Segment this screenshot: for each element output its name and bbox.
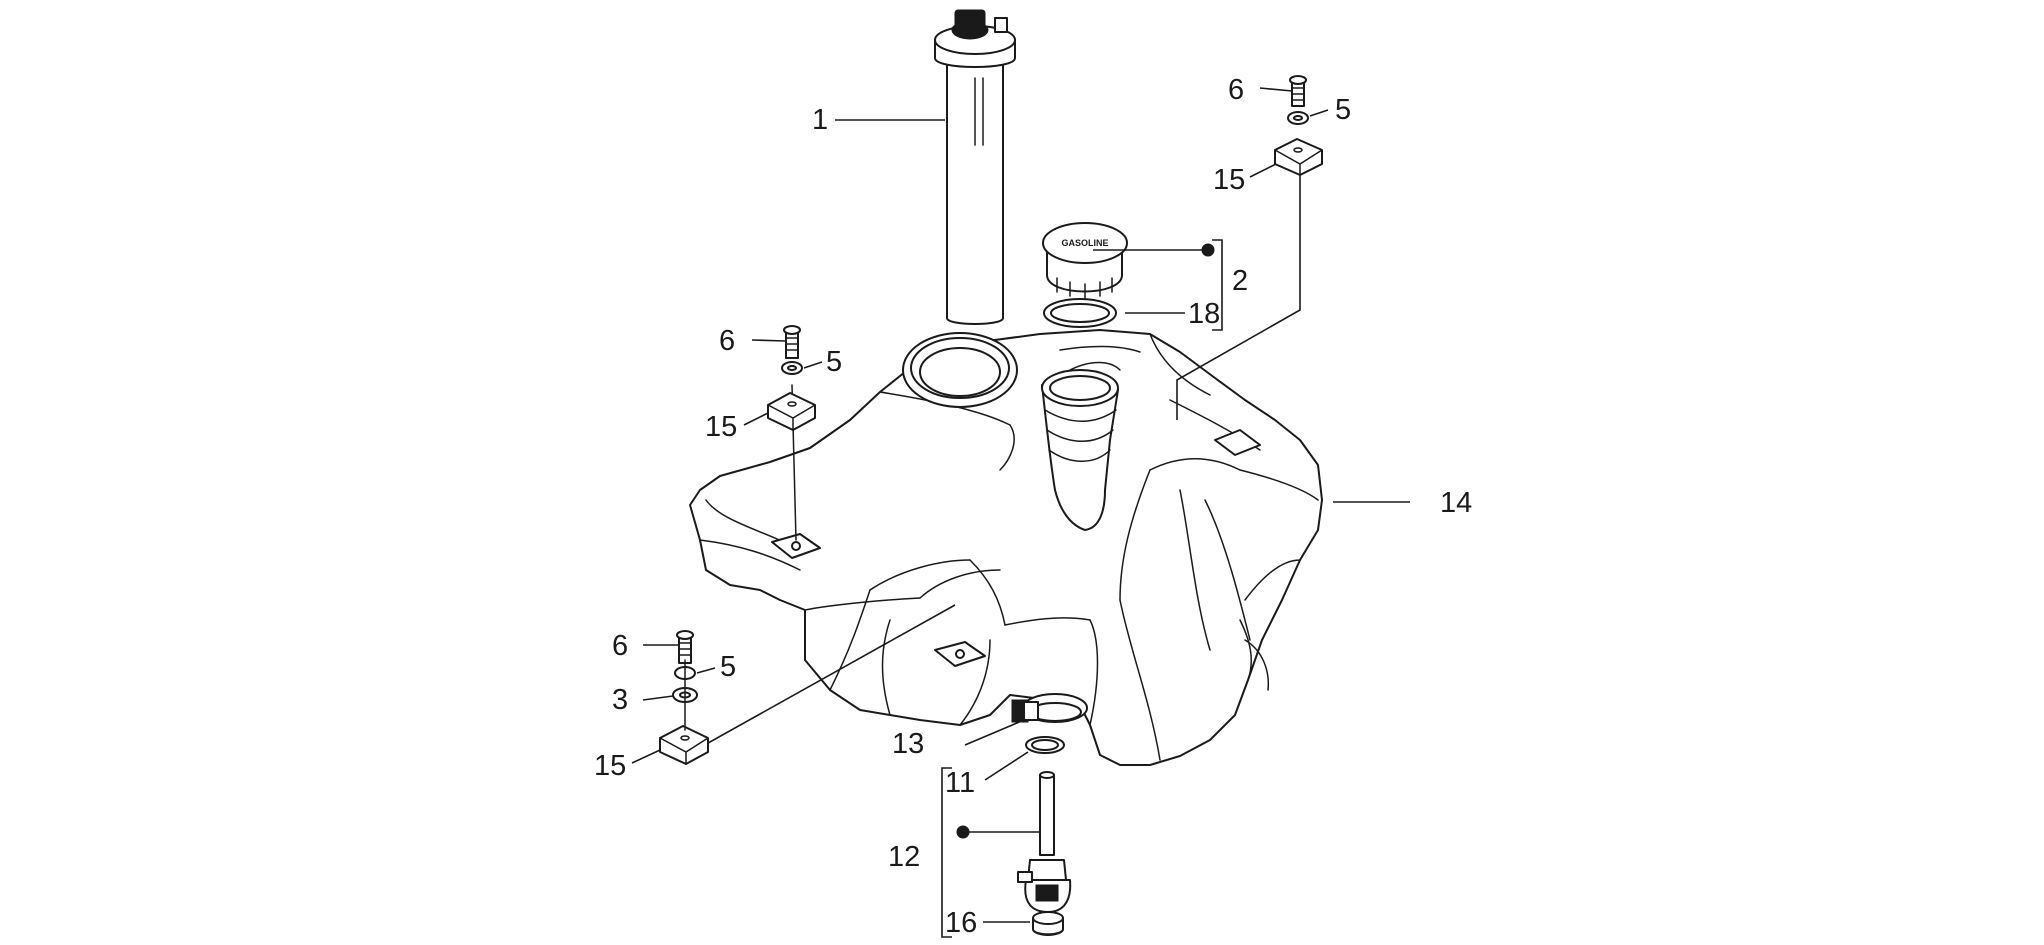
callout-1: 1	[812, 104, 828, 136]
callout-numbers: 1 2 18 14 6 5 15 6 5 15 6 5 3 15 13 11 1…	[594, 74, 1472, 939]
fastener-stack-left-lower	[659, 604, 956, 765]
callout-18: 18	[1188, 298, 1220, 330]
hose-clamp	[1011, 693, 1088, 723]
callout-15-left-lower: 15	[594, 750, 626, 782]
callout-15-left-upper: 15	[705, 411, 737, 443]
leader-lines	[631, 87, 1410, 938]
fuel-tank	[689, 329, 1323, 766]
callout-6-right: 6	[1228, 74, 1244, 106]
callout-6-left-upper: 6	[719, 325, 735, 357]
cap-gasoline-text: GASOLINE	[1061, 238, 1108, 248]
callout-2: 2	[1232, 265, 1248, 297]
callout-3: 3	[612, 684, 628, 716]
callout-16: 16	[945, 907, 977, 939]
callout-14: 14	[1440, 487, 1472, 519]
fuel-petcock	[1017, 771, 1072, 913]
callout-5-left-upper: 5	[826, 346, 842, 378]
callout-12: 12	[888, 841, 920, 873]
callout-15-right: 15	[1213, 164, 1245, 196]
callout-6-left-lower: 6	[612, 630, 628, 662]
fastener-stack-left-upper	[767, 325, 816, 541]
callout-13: 13	[892, 728, 924, 760]
fastener-stack-right	[1176, 75, 1323, 420]
callout-11: 11	[945, 767, 975, 799]
fuel-cap: GASOLINE	[1042, 222, 1128, 299]
callout-5-right: 5	[1335, 94, 1351, 126]
fuel-level-sender	[934, 9, 1016, 325]
callout-5-left-lower: 5	[720, 651, 736, 683]
